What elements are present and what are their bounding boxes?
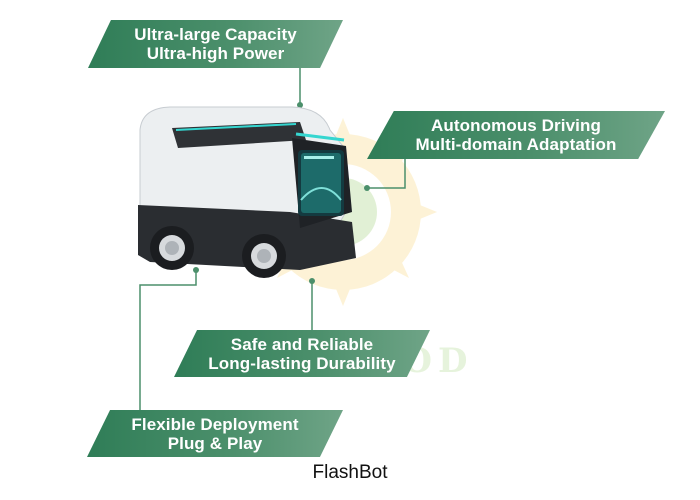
feature-banner-autonomous: Autonomous Driving Multi-domain Adaptati… bbox=[367, 111, 665, 159]
banner-line: Ultra-large Capacity bbox=[134, 25, 297, 44]
product-caption: FlashBot bbox=[312, 462, 388, 483]
feature-banner-deployment: Flexible Deployment Plug & Play bbox=[87, 410, 343, 457]
leader-dots bbox=[193, 102, 370, 284]
banner-line: Flexible Deployment bbox=[131, 414, 299, 434]
banner-line: Autonomous Driving bbox=[431, 116, 601, 135]
flashbot-vehicle bbox=[138, 106, 356, 278]
banner-line: Long-lasting Durability bbox=[208, 353, 396, 373]
banner-line: Plug & Play bbox=[167, 433, 263, 453]
feature-banner-capacity: Ultra-large Capacity Ultra-high Power bbox=[88, 20, 343, 68]
wheel-rear bbox=[150, 226, 194, 270]
wheel-front bbox=[242, 234, 286, 278]
leader-lines bbox=[139, 68, 406, 410]
banner-line: Ultra-high Power bbox=[146, 44, 285, 63]
banner-line: Multi-domain Adaptation bbox=[415, 135, 617, 154]
banner-line: Safe and Reliable bbox=[230, 334, 374, 354]
feature-banner-safety: Safe and Reliable Long-lasting Durabilit… bbox=[174, 330, 430, 377]
